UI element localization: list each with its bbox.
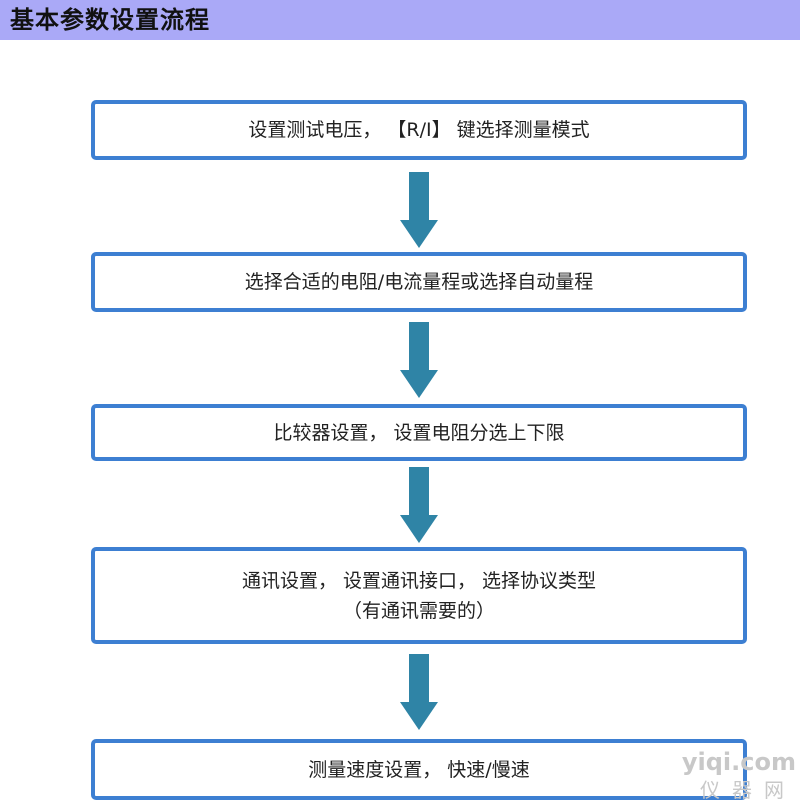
flow-step-1: 设置测试电压， 【R/I】 键选择测量模式 (91, 100, 747, 160)
flow-step-2: 选择合适的电阻/电流量程或选择自动量程 (91, 252, 747, 312)
flow-step-5: 测量速度设置， 快速/慢速 (91, 739, 747, 800)
step-4-text-line-1: 通讯设置， 设置通讯接口， 选择协议类型 (241, 569, 597, 592)
flow-step-4: 通讯设置， 设置通讯接口， 选择协议类型 （有通讯需要的） (91, 547, 747, 644)
watermark-domain: yiqi.com (681, 748, 796, 776)
down-arrow-icon (400, 654, 438, 730)
step-1-text: 设置测试电压， 【R/I】 键选择测量模式 (248, 119, 590, 141)
down-arrow-icon (400, 467, 438, 543)
watermark: yiqi.com 仪器网 (681, 748, 800, 802)
page-title: 基本参数设置流程 (10, 6, 210, 34)
watermark-text: 仪器网 (700, 778, 796, 802)
down-arrow-icon (400, 322, 438, 398)
step-5-text: 测量速度设置， 快速/慢速 (308, 758, 530, 781)
step-3-text: 比较器设置， 设置电阻分选上下限 (273, 421, 565, 444)
down-arrow-icon (400, 172, 438, 248)
flow-step-3: 比较器设置， 设置电阻分选上下限 (91, 404, 747, 461)
title-bar: 基本参数设置流程 (0, 0, 800, 40)
step-2-text: 选择合适的电阻/电流量程或选择自动量程 (244, 271, 594, 293)
step-4-text-line-2: （有通讯需要的） (342, 599, 495, 622)
